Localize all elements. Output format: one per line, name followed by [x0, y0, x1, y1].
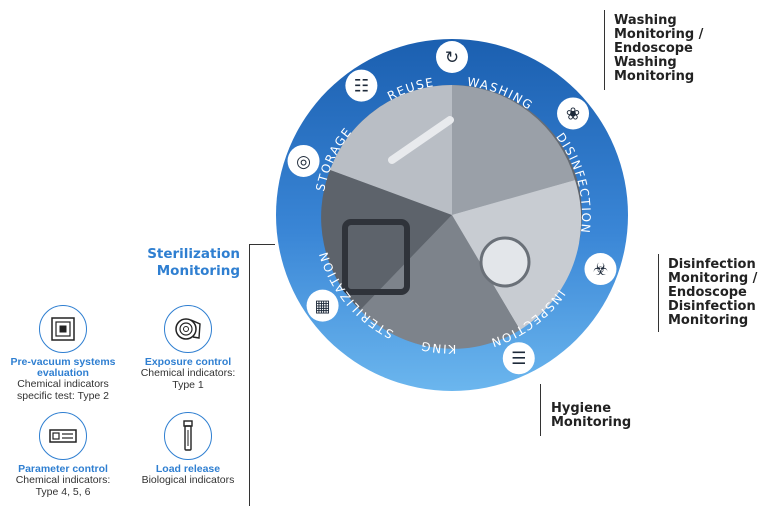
recycle-icon: ↻ [436, 41, 468, 73]
svg-text:❀: ❀ [566, 104, 580, 124]
disinfection-icon: ☣ [584, 253, 617, 286]
svg-text:◎: ◎ [296, 152, 311, 172]
tape-roll-icon [164, 305, 212, 353]
indicator-parameter-control: Parameter control Chemical indicators:Ty… [0, 412, 128, 498]
packing-icon: ▦ [306, 289, 339, 322]
indicator-exposure-control: Exposure control Chemical indicators:Typ… [123, 305, 253, 391]
sterilization-callout-tick [249, 244, 275, 245]
sterilizer-icon: ◎ [287, 144, 320, 177]
washing-callout-line [604, 10, 605, 90]
svg-text:☰: ☰ [511, 349, 526, 369]
svg-text:☣: ☣ [593, 260, 608, 280]
sterilization-callout-line [249, 244, 250, 506]
test-pack-icon [39, 305, 87, 353]
svg-text:↻: ↻ [445, 48, 459, 68]
svg-text:☷: ☷ [354, 77, 369, 97]
hygiene-callout-line [540, 384, 541, 436]
vial-icon [164, 412, 212, 460]
indicator-strip-icon [39, 412, 87, 460]
disinfection-callout-line [658, 254, 659, 332]
svg-text:▦: ▦ [315, 297, 331, 317]
washing-icon: ❀ [557, 97, 590, 130]
storage-icon: ☷ [345, 69, 378, 102]
photo-collage [321, 85, 582, 349]
inspection-icon: ☰ [502, 342, 535, 375]
indicator-load-release: Load release Biological indicators [123, 412, 253, 487]
